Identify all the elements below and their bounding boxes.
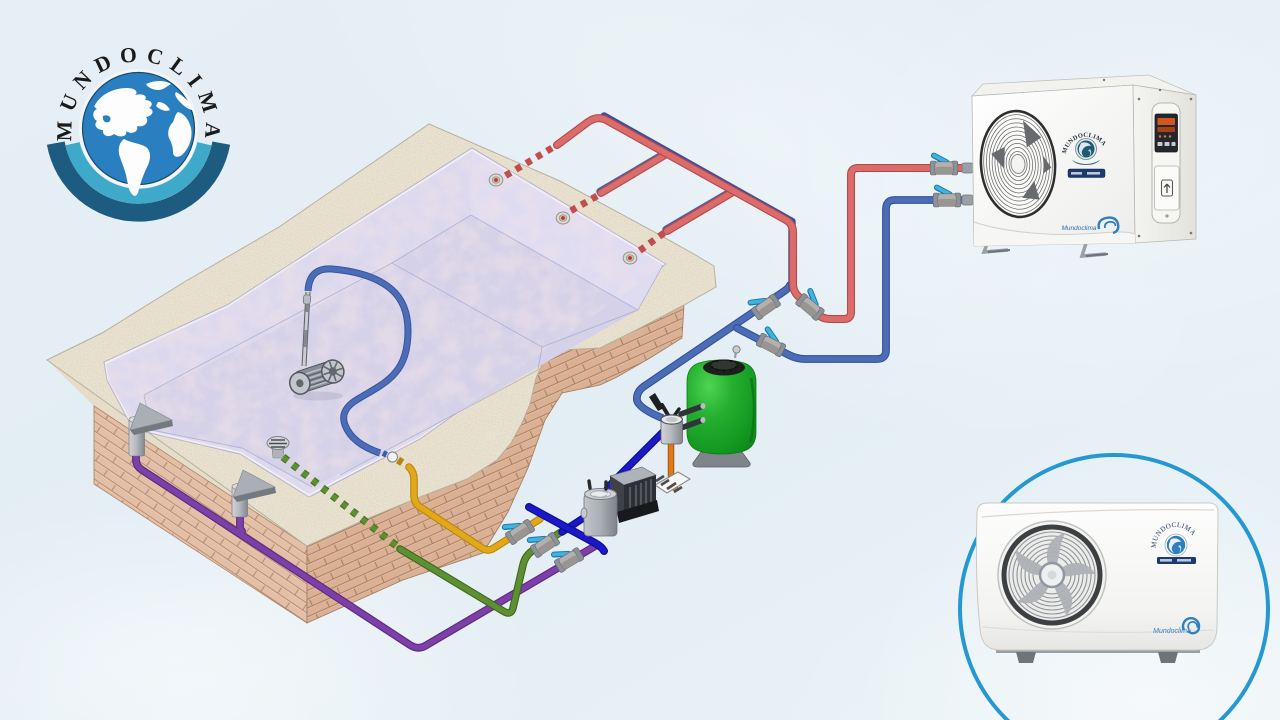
svg-text:Mundoclima: Mundoclima	[1061, 225, 1096, 232]
svg-text:Mundoclima: Mundoclima	[1153, 628, 1191, 635]
